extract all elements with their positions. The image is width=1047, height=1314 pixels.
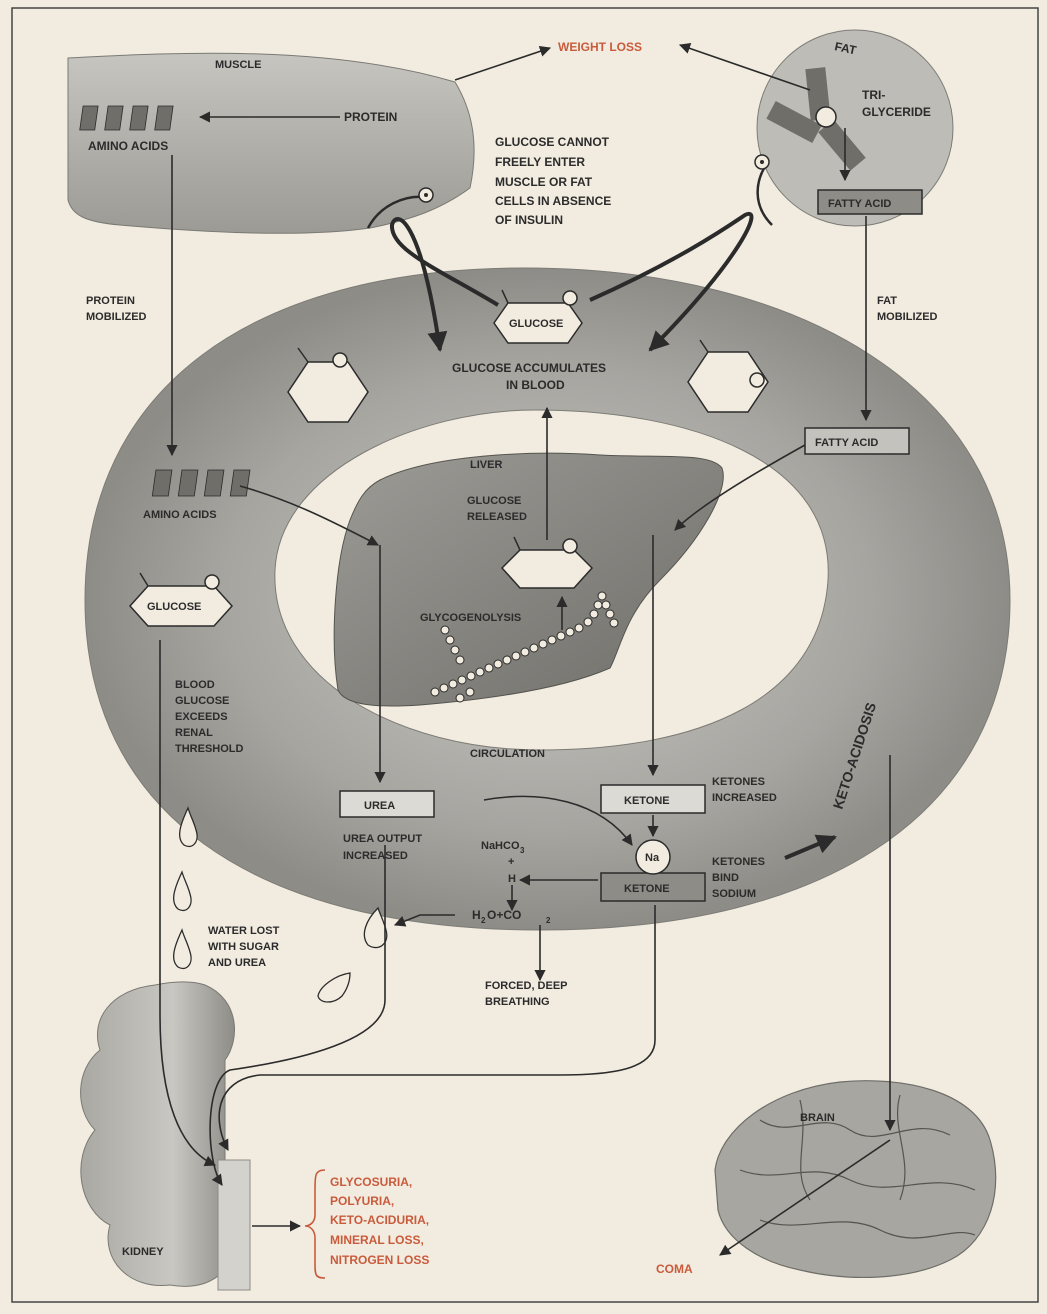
svg-text:INCREASED: INCREASED (712, 792, 777, 804)
svg-text:PROTEIN: PROTEIN (86, 295, 135, 307)
svg-text:BIND: BIND (712, 872, 739, 884)
svg-text:GLYCOSURIA,: GLYCOSURIA, (330, 1175, 412, 1189)
svg-text:KETONES: KETONES (712, 856, 765, 868)
svg-text:FREELY ENTER: FREELY ENTER (495, 155, 585, 169)
svg-text:KETONES: KETONES (712, 776, 765, 788)
kidney (81, 982, 250, 1290)
svg-text:AND UREA: AND UREA (208, 957, 266, 969)
water-lost-label: WATER LOST WITH SUGAR AND UREA (208, 925, 280, 969)
muscle-label: MUSCLE (215, 59, 261, 71)
svg-text:GLUCOSE: GLUCOSE (175, 695, 229, 707)
h-label: H (508, 873, 516, 885)
svg-text:INCREASED: INCREASED (343, 850, 408, 862)
svg-text:2: 2 (546, 916, 551, 925)
fatty-acid-top-label: FATTY ACID (828, 198, 891, 210)
svg-text:IN BLOOD: IN BLOOD (506, 378, 565, 392)
coma-label: COMA (656, 1262, 693, 1276)
svg-text:NITROGEN LOSS: NITROGEN LOSS (330, 1253, 429, 1267)
svg-text:WITH SUGAR: WITH SUGAR (208, 941, 279, 953)
svg-text:GLUCOSE: GLUCOSE (467, 495, 521, 507)
svg-text:H: H (472, 908, 481, 922)
ketone-label-1: KETONE (624, 795, 670, 807)
svg-text:GLUCOSE ACCUMULATES: GLUCOSE ACCUMULATES (452, 361, 606, 375)
na-label: Na (645, 852, 660, 864)
svg-text:O+CO: O+CO (487, 908, 521, 922)
svg-text:MUSCLE OR FAT: MUSCLE OR FAT (495, 175, 593, 189)
svg-text:NaHCO: NaHCO (481, 840, 520, 852)
circulation-label: CIRCULATION (470, 748, 545, 760)
triglyceride-label-2: GLYCERIDE (862, 105, 931, 119)
amino-acids-top-label: AMINO ACIDS (88, 139, 168, 153)
svg-text:UREA OUTPUT: UREA OUTPUT (343, 833, 422, 845)
svg-text:SODIUM: SODIUM (712, 888, 756, 900)
svg-text:FAT: FAT (877, 295, 897, 307)
svg-text:MINERAL LOSS,: MINERAL LOSS, (330, 1233, 424, 1247)
outcomes-list: GLYCOSURIA, POLYURIA, KETO-ACIDURIA, MIN… (330, 1175, 429, 1267)
glucose-left-label: GLUCOSE (147, 601, 201, 613)
protein-mobilized-label: PROTEIN MOBILIZED (86, 295, 147, 323)
svg-text:MOBILIZED: MOBILIZED (877, 311, 938, 323)
kidney-label: KIDNEY (122, 1246, 164, 1258)
svg-text:RELEASED: RELEASED (467, 511, 527, 523)
svg-text:BLOOD: BLOOD (175, 679, 215, 691)
svg-text:OF INSULIN: OF INSULIN (495, 213, 563, 227)
forced-breathing-label: FORCED, DEEP BREATHING (485, 980, 568, 1008)
svg-text:CELLS IN ABSENCE: CELLS IN ABSENCE (495, 194, 611, 208)
ketone-label-2: KETONE (624, 883, 670, 895)
svg-text:FORCED, DEEP: FORCED, DEEP (485, 980, 568, 992)
svg-text:MOBILIZED: MOBILIZED (86, 311, 147, 323)
protein-label: PROTEIN (344, 110, 397, 124)
fat-mobilized-label: FAT MOBILIZED (877, 295, 938, 323)
urea-label: UREA (364, 800, 395, 812)
svg-text:3: 3 (520, 846, 525, 855)
svg-text:GLUCOSE CANNOT: GLUCOSE CANNOT (495, 135, 610, 149)
glucose-cannot-enter-text: GLUCOSE CANNOT FREELY ENTER MUSCLE OR FA… (495, 135, 611, 227)
svg-text:EXCEEDS: EXCEEDS (175, 711, 228, 723)
outcomes-bracket (305, 1170, 325, 1278)
plus-label: + (508, 856, 514, 868)
svg-text:WATER LOST: WATER LOST (208, 925, 280, 937)
brain (715, 1081, 996, 1278)
svg-text:BREATHING: BREATHING (485, 996, 550, 1008)
glucose-top-label: GLUCOSE (509, 318, 563, 330)
glycogenolysis-label: GLYCOGENOLYSIS (420, 612, 521, 624)
svg-text:RENAL: RENAL (175, 727, 213, 739)
svg-text:THRESHOLD: THRESHOLD (175, 743, 244, 755)
svg-text:KETO-ACIDURIA,: KETO-ACIDURIA, (330, 1213, 429, 1227)
svg-text:2: 2 (481, 916, 486, 925)
triglyceride-label-1: TRI- (862, 88, 885, 102)
weight-loss-label: WEIGHT LOSS (558, 40, 642, 54)
liver-label: LIVER (470, 459, 502, 471)
fatty-acid-mid-label: FATTY ACID (815, 437, 878, 449)
svg-text:POLYURIA,: POLYURIA, (330, 1194, 394, 1208)
amino-acids-mid-label: AMINO ACIDS (143, 509, 217, 521)
brain-label: BRAIN (800, 1112, 835, 1124)
